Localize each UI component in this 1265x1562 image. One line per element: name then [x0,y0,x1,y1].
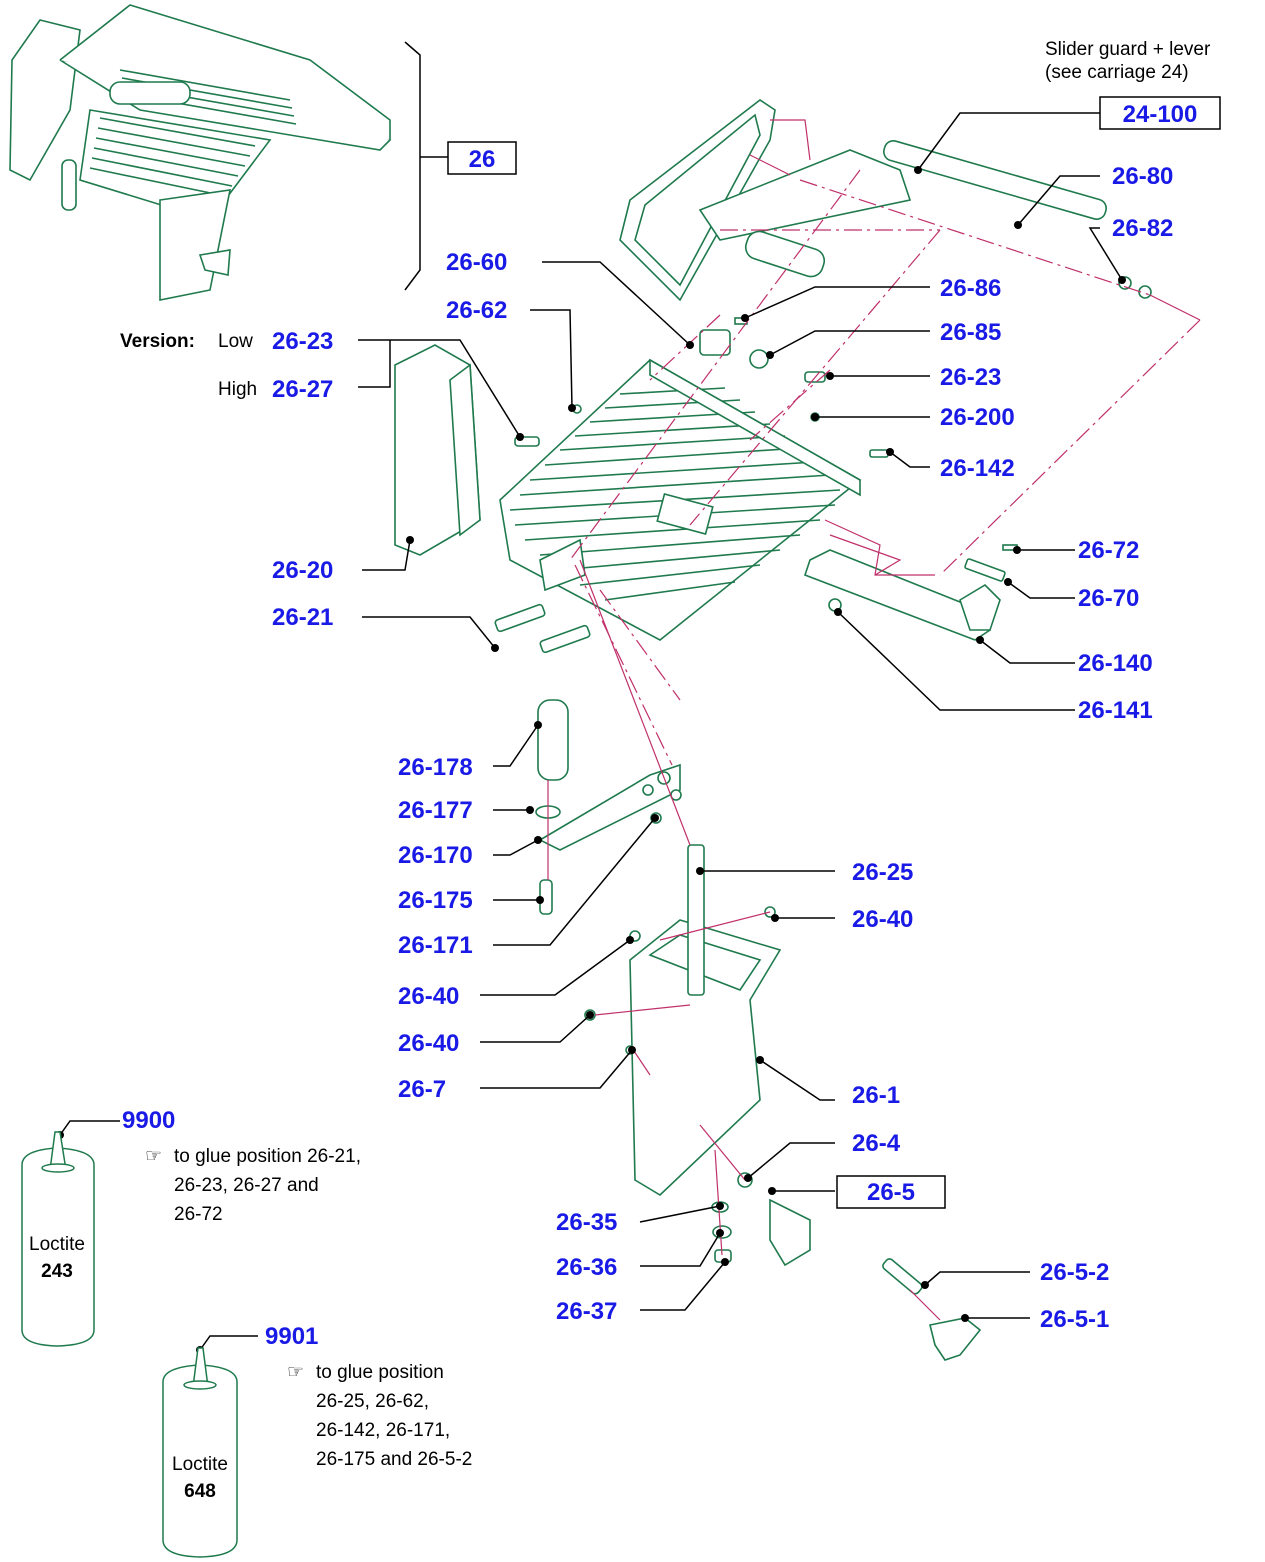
callout-26-40-upper: 26-40 [398,983,459,1010]
callout-9901: 9901 [265,1323,318,1350]
callout-26-70: 26-70 [1078,585,1139,612]
callout-26-62: 26-62 [446,297,507,324]
callout-26-36: 26-36 [556,1254,617,1281]
callout-box-26 [447,141,517,175]
glue-note-1-line1: to glue position 26-21, [174,1146,361,1167]
callout-26-82: 26-82 [1112,215,1173,242]
callout-26-23-right: 26-23 [940,364,1001,391]
callout-26-85: 26-85 [940,319,1001,346]
version-high-label: High [218,379,257,400]
callout-26-4: 26-4 [852,1130,901,1157]
assembly-bracket [404,41,421,291]
leader-dots [56,166,1126,1354]
bottle-648-number: 648 [184,1481,216,1502]
callout-26-37: 26-37 [556,1298,617,1325]
slider-guard-note-line1: Slider guard + lever [1045,39,1211,60]
carriage-tray-part [394,344,862,641]
callout-26-80: 26-80 [1112,163,1173,190]
glue-note-1-line2: 26-23, 26-27 and [174,1175,319,1196]
callout-26-40-right: 26-40 [852,906,913,933]
version-low-label: Low [218,331,253,352]
callout-26-35: 26-35 [556,1209,617,1236]
callout-26-200: 26-200 [940,404,1015,431]
pointer-hand-icon: ☞ [145,1146,162,1167]
callout-9900: 9900 [122,1107,175,1134]
callout-26-23-left: 26-23 [272,328,333,355]
glue-note-2-line3: 26-142, 26-171, [316,1420,450,1441]
glue-note-2-line2: 26-25, 26-62, [316,1391,429,1412]
callout-26-170: 26-170 [398,842,473,869]
callout-26-21: 26-21 [272,604,333,631]
version-label: Version: [120,331,195,352]
callout-26-142: 26-142 [940,455,1015,482]
callout-26-5-2: 26-5-2 [1040,1259,1109,1286]
callout-26-86: 26-86 [940,275,1001,302]
slider-guard-note-line2: (see carriage 24) [1045,62,1189,83]
callout-26-27: 26-27 [272,376,333,403]
leader-lines [59,112,1123,1351]
glue-note-2-line1: to glue position [316,1362,444,1383]
callout-box-24-100 [1099,96,1221,130]
callout-26-40-lower: 26-40 [398,1030,459,1057]
bottle-243-brand: Loctite [29,1234,85,1255]
pointer-hand-icon-2: ☞ [287,1362,304,1383]
callout-26-171: 26-171 [398,932,473,959]
callout-26: 26 [469,146,496,173]
glue-note-1-line3: 26-72 [174,1204,223,1225]
lever-arm-part [535,699,682,915]
callout-box-26-5 [836,1175,946,1209]
assembly-thumbnail [9,4,392,301]
slider-guard-part [619,99,1152,302]
callout-26-25: 26-25 [852,859,913,886]
callout-26-72: 26-72 [1078,537,1139,564]
callout-26-7: 26-7 [398,1076,446,1103]
callout-26-175: 26-175 [398,887,473,914]
callout-26-5: 26-5 [867,1179,915,1206]
loctite-243-bottle [21,1131,95,1347]
loctite-648-bottle [162,1347,238,1558]
callout-26-20: 26-20 [272,557,333,584]
knob-exploded-part [882,1258,982,1361]
bottle-243-number: 243 [41,1261,73,1282]
bottle-648-brand: Loctite [172,1454,228,1475]
callout-26-178: 26-178 [398,754,473,781]
glue-note-2-line4: 26-175 and 26-5-2 [316,1449,472,1470]
callout-26-177: 26-177 [398,797,473,824]
callout-26-60: 26-60 [446,249,507,276]
callout-24-100: 24-100 [1123,101,1198,128]
callout-26-1: 26-1 [852,1082,900,1109]
stand-column-part [584,844,811,1267]
callout-26-140: 26-140 [1078,650,1153,677]
callout-26-141: 26-141 [1078,697,1153,724]
callout-26-5-1: 26-5-1 [1040,1306,1109,1333]
